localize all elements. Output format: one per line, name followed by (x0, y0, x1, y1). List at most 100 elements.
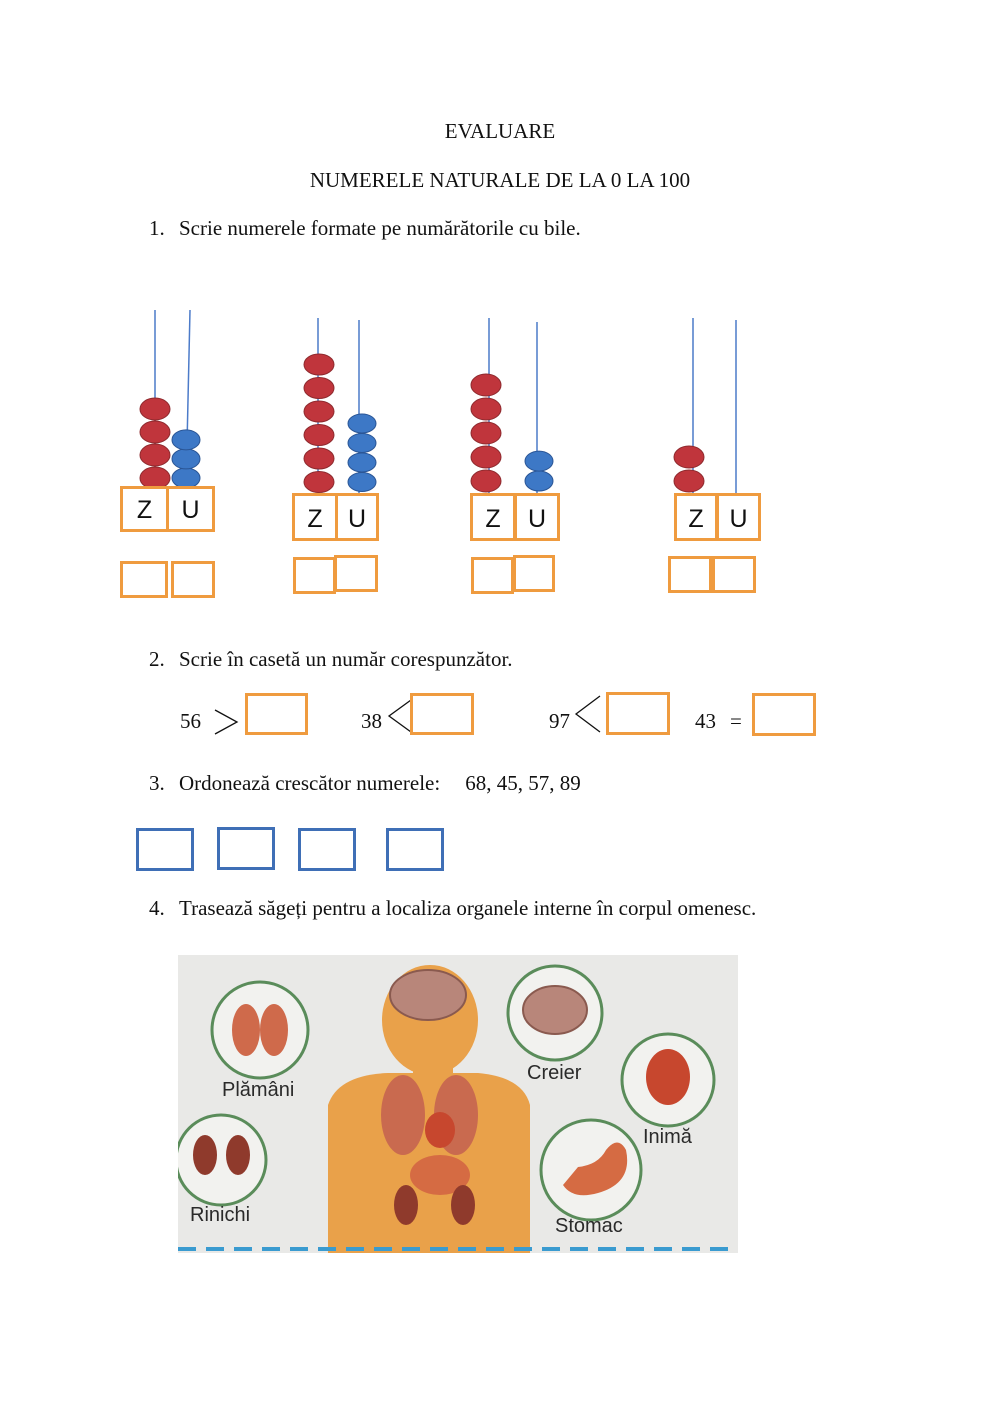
abacus-drawings (139, 309, 737, 495)
comparison-3-number: 97 (549, 709, 570, 733)
tens-label: Z (136, 496, 153, 524)
body-kidney-left-icon (394, 1185, 418, 1225)
comparison-4-answer-box[interactable] (752, 693, 816, 736)
abacus-3-tens-bead (470, 421, 502, 445)
abacus-2-units-bead (347, 452, 377, 473)
units-label: U (527, 505, 547, 533)
exercise-1-number: 1. (149, 216, 165, 240)
abacus-2-tens-bead (303, 447, 335, 470)
comparison-2-number: 38 (361, 709, 382, 733)
exercise-2-number: 2. (149, 647, 165, 671)
abacus-2-units-label-box: U (335, 493, 379, 541)
abacus-4-tens-label-box: Z (674, 493, 718, 541)
exercise-2-prompt: 2. Scrie în casetă un număr corespunzător… (149, 647, 513, 672)
stomach-icon (563, 1142, 628, 1196)
equals-sign: = (730, 709, 742, 733)
tens-label: Z (485, 505, 501, 533)
abacus-2-tens-bead (303, 353, 335, 376)
body-stomach-icon (410, 1155, 470, 1195)
abacus-4-units-label-box: U (716, 493, 761, 541)
abacus-2-tens-bead (303, 400, 335, 423)
abacus-2-tens-bead (303, 377, 335, 399)
less-than-sign (574, 695, 601, 733)
abacus-2-tens-label-box: Z (292, 493, 338, 541)
greater-than-sign (214, 709, 239, 735)
abacus-3-units-label-box: U (514, 493, 560, 541)
order-answer-box-4[interactable] (386, 828, 444, 871)
heart-icon (646, 1049, 690, 1105)
abacus-1-units-answer-box[interactable] (171, 561, 215, 598)
tens-label: Z (307, 505, 323, 533)
label-heart: Inimă (643, 1126, 692, 1148)
abacus-2-units-bead (347, 413, 377, 434)
abacus-4-tens-bead (673, 469, 705, 493)
abacus-3-tens-bead (470, 397, 502, 421)
abacus-3-tens-bead (470, 373, 502, 397)
abacus-2-units-answer-box[interactable] (334, 555, 378, 592)
body-heart-icon (425, 1112, 455, 1148)
brain-icon (522, 985, 588, 1035)
abacus-4-tens-bead (673, 445, 705, 469)
abacus-2-units-bead (347, 472, 377, 492)
abacus-1-tens-answer-box[interactable] (120, 561, 168, 598)
exercise-3-text: Ordonează crescător numerele: (179, 771, 441, 795)
comparison-2-answer-box[interactable] (410, 693, 474, 735)
lungs-icon (232, 1004, 260, 1056)
abacus-2-units-bead (347, 432, 377, 453)
kidneys-icon (193, 1135, 217, 1175)
abacus-2-tens-bead (303, 424, 335, 446)
label-lungs: Plămâni (222, 1079, 295, 1101)
label-stomach: Stomac (555, 1215, 623, 1237)
abacus-1-units-label-box: U (166, 486, 215, 532)
label-brain: Creier (527, 1062, 582, 1084)
abacus-3-units-answer-box[interactable] (513, 555, 555, 592)
exercise-4-text: Trasează săgeți pentru a localiza organe… (179, 896, 757, 920)
exercise-1-prompt: 1. Scrie numerele formate pe numărătorile… (149, 216, 581, 241)
abacus-3-tens-bead (470, 469, 502, 493)
units-label: U (181, 496, 200, 524)
abacus-2-tens-bead (303, 471, 335, 493)
body-lung-left-icon (381, 1075, 425, 1155)
abacus-2-tens-answer-box[interactable] (293, 557, 336, 594)
abacus-3-units-bead (524, 450, 554, 472)
exercise-3-prompt: 3. Ordonează crescător numerele: 68, 45, 5… (149, 771, 581, 796)
exercise-4-prompt: 4. Trasează săgeți pentru a localiza orga… (149, 896, 756, 921)
abacus-1-tens-bead (139, 443, 171, 467)
exercise-4-number: 4. (149, 896, 165, 920)
body-brain-icon (389, 969, 467, 1021)
order-answer-box-3[interactable] (298, 828, 356, 871)
human-body-organs-illustration: Plămâni Creier Inimă Rinichi Stomac (178, 955, 738, 1253)
abacus-3-units-bead (524, 470, 554, 492)
abacus-1-units-bead (171, 448, 201, 470)
abacus-3-tens-bead (470, 445, 502, 469)
comparison-1-number: 56 (180, 709, 201, 733)
exercise-3-number: 3. (149, 771, 165, 795)
exercise-2-text: Scrie în casetă un număr corespunzător. (179, 647, 513, 671)
abacus-1-units-bead (171, 429, 201, 451)
exercise-3-numbers: 68, 45, 57, 89 (465, 771, 581, 795)
order-answer-box-2[interactable] (217, 827, 275, 870)
page-title: EVALUARE (444, 119, 556, 143)
abacus-1-tens-bead (139, 420, 171, 444)
label-kidneys: Rinichi (190, 1204, 251, 1226)
page-subtitle: NUMERELE NATURALE DE LA 0 LA 100 (309, 168, 691, 192)
abacus-3-tens-answer-box[interactable] (471, 557, 514, 594)
abacus-3-tens-label-box: Z (470, 493, 516, 541)
organs-artwork (178, 964, 738, 1253)
comparison-1-answer-box[interactable] (245, 693, 308, 735)
units-label: U (729, 505, 748, 533)
tens-label: Z (688, 505, 704, 533)
kidneys-circle (178, 1113, 268, 1207)
abacus-1-tens-label-box: Z (120, 486, 169, 532)
comparison-3-answer-box[interactable] (606, 692, 670, 735)
abacus-4-units-answer-box[interactable] (712, 556, 756, 593)
units-label: U (347, 505, 367, 533)
abacus-1-units-bead (171, 467, 201, 489)
body-kidney-right-icon (451, 1185, 475, 1225)
comparison-4-number: 43 (695, 709, 716, 733)
abacus-4-tens-answer-box[interactable] (668, 556, 712, 593)
order-answer-box-1[interactable] (136, 828, 194, 871)
abacus-1-tens-bead (139, 397, 171, 421)
exercise-1-text: Scrie numerele formate pe numărătorile c… (179, 216, 581, 240)
less-than-sign (387, 699, 412, 733)
